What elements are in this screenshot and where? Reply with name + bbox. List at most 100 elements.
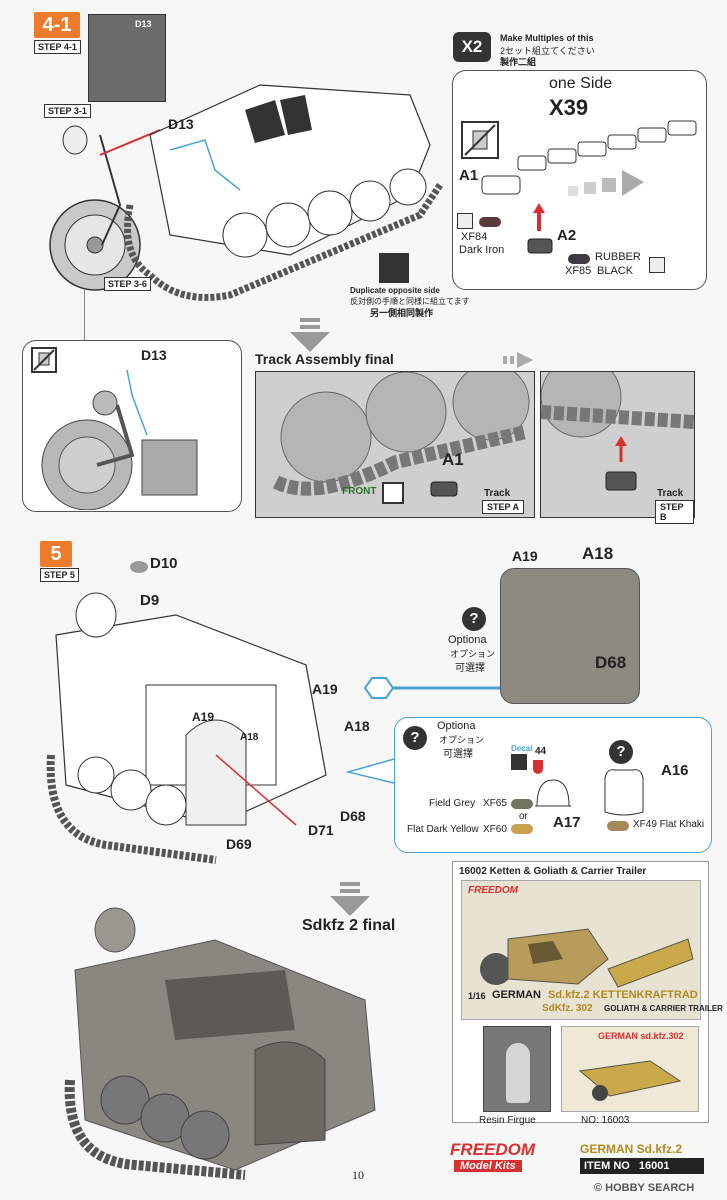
optional-cn-2: 可選擇	[443, 749, 473, 760]
track-link-panel: one Side X39 A1 XF84 Dark Iron A2 RUBBER…	[452, 70, 707, 290]
paint-xf85-name: BLACK	[597, 265, 634, 277]
no-glue-icon-2	[31, 347, 57, 373]
decal-shield	[533, 760, 543, 774]
helmet-a17-drawing	[535, 779, 571, 807]
step-a-label: STEP A	[482, 500, 525, 514]
optional-gear-panel: ? Optiona オプション 可選擇 Decal 44 A17 Field G…	[394, 717, 712, 853]
track-step-a-drawing	[256, 372, 534, 517]
step-b-label: STEP B	[655, 500, 694, 524]
part-x39-label: X39	[549, 95, 589, 120]
footer-item-box: ITEM NO 16001	[580, 1158, 704, 1174]
step-3-6-label: STEP 3-6	[104, 277, 151, 291]
x2-note-cn: 製作二組	[500, 57, 537, 67]
bag-a16-drawing	[604, 769, 644, 816]
track-step-b-panel: Track STEP B	[540, 371, 695, 524]
no-glue-icon-3	[382, 482, 404, 504]
front-wheel-drawing	[41, 369, 198, 510]
part-a2-label: A2	[557, 227, 577, 244]
ad-title: 16002 Ketten & Goliath & Carrier Trailer	[459, 866, 647, 877]
part-a19-photo-label: A19	[512, 548, 538, 564]
part-d69-label: D69	[226, 836, 252, 852]
track-links-chain-drawing	[517, 120, 697, 171]
part-d13-detail-label: D13	[141, 347, 167, 363]
paint-or: or	[519, 811, 528, 822]
duplicate-note-en: Duplicate opposite side	[350, 286, 440, 295]
swatch-xf85	[568, 254, 590, 264]
sdkfz-final-render	[64, 907, 376, 1180]
cloud-icon-d10	[130, 561, 148, 573]
no-glue-icon	[461, 121, 499, 159]
ad-resin-label: Resin Firgue	[479, 1115, 536, 1126]
part-d10-label: D10	[150, 555, 178, 572]
decal-number: 44	[535, 746, 547, 757]
track-step-a-panel: A1 FRONT Track STEP A	[255, 371, 535, 518]
part-a17-label: A17	[553, 814, 581, 831]
paint-xf84-code: XF84	[461, 231, 488, 243]
paint-xf85-code: XF85	[565, 265, 592, 277]
ad-box-vehicles	[480, 928, 694, 988]
right-arrow	[503, 352, 533, 368]
track-link-a1-drawing	[481, 175, 521, 195]
part-d71-label: D71	[308, 822, 334, 838]
x2-note-jp: 2セット組立てください	[500, 46, 595, 56]
swatch-xf65	[511, 799, 533, 809]
duplicate-note-jp: 反対側の手順と同様に組立てます	[350, 297, 470, 306]
optional-en-1: Optiona	[448, 634, 487, 646]
track-step-b-drawing	[541, 372, 694, 517]
footer-page-number: 10	[352, 1168, 364, 1182]
product-ad: 16002 Ketten & Goliath & Carrier Trailer…	[452, 861, 723, 1126]
one-side-label: one Side	[549, 75, 613, 92]
inset-label-d13: D13	[135, 19, 152, 29]
optional-cn-1: 可選擇	[455, 663, 485, 674]
step-5-number: 5	[40, 541, 72, 567]
optional-seat-photo: D68	[500, 568, 640, 704]
paint-xf60-code: XF60	[483, 824, 507, 835]
part-d9-label: D9	[140, 592, 160, 609]
duplicate-icon	[379, 253, 409, 283]
ad-box-art: FREEDOM 1/16 GERMAN Sd.kfz.2 KETTENKRAFT…	[461, 880, 723, 1020]
part-a1-label-top: A1	[459, 167, 479, 184]
paint-icon-xf85	[649, 257, 665, 273]
footer-watermark: © HOBBY SEARCH	[594, 1182, 695, 1194]
ad-line1-b: Sd.kfz.2 KETTENKRAFTRAD	[548, 989, 698, 1001]
decal-icon	[511, 754, 527, 770]
ad-trailer-drawing	[578, 1060, 682, 1101]
optional-pointer	[346, 757, 398, 785]
ad-resin-figure-shape	[506, 1043, 530, 1103]
front-direction-label: FRONT	[342, 486, 377, 497]
part-a18-inner-label: A18	[240, 732, 259, 743]
ad-resin-number: NO: 16003	[581, 1115, 630, 1126]
connector-line	[84, 290, 85, 340]
ad-scale: 1/16	[468, 991, 486, 1001]
part-d68-photo-label: D68	[595, 653, 627, 672]
step-4-1-label: STEP 4-1	[34, 40, 81, 54]
part-d13-label: D13	[168, 116, 194, 132]
track-assembly-final-title: Track Assembly final	[255, 351, 394, 367]
footer-item-label: ITEM NO	[584, 1160, 630, 1172]
sdkfz-final-title: Sdkfz 2 final	[302, 917, 396, 934]
optional-question-icon-1: ?	[462, 607, 486, 631]
paint-xf65-code: XF65	[483, 798, 507, 809]
swatch-xf84	[479, 217, 501, 227]
direction-arrow	[568, 170, 644, 196]
swatch-xf60	[511, 824, 533, 834]
ad-small-brand: GERMAN sd.kfz.302	[598, 1031, 684, 1041]
optional-question-icon-2: ?	[403, 726, 427, 750]
ad-line2-a: SdKfz. 302	[542, 1003, 593, 1014]
ad-line2-b: GOLIATH & CARRIER TRAILER	[604, 1004, 723, 1013]
track-a-label: Track	[484, 488, 511, 499]
optional-jp-2: オプション	[439, 735, 485, 745]
ad-brand-logo: FREEDOM	[468, 885, 518, 896]
optional-jp-1: オプション	[450, 649, 496, 659]
optional-question-icon-3: ?	[609, 740, 633, 764]
paint-xf84-name: Dark Iron	[459, 244, 505, 256]
step-3-1-label: STEP 3-1	[44, 104, 91, 118]
swatch-xf49	[607, 821, 629, 831]
red-up-arrow	[533, 203, 545, 231]
x2-badge: X2	[453, 32, 491, 62]
step-5-label: STEP 5	[40, 568, 79, 582]
part-a18-side-label: A18	[344, 718, 370, 734]
optional-callout-connector	[363, 677, 510, 699]
inset-photo-d13: D13	[88, 14, 166, 102]
ad-line1-a: GERMAN	[492, 989, 541, 1001]
